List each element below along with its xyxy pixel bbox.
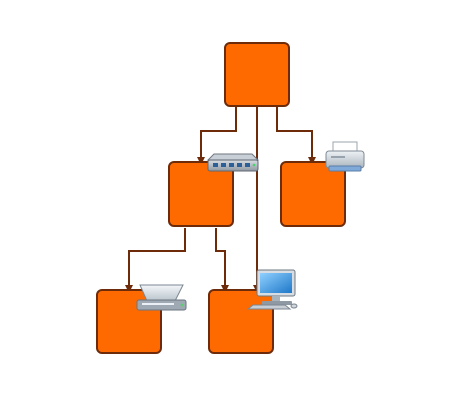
edge-switch-to-scanner xyxy=(125,228,186,293)
edge-root-to-printer xyxy=(276,107,316,165)
node-computer[interactable] xyxy=(208,289,274,354)
edge-switch-to-computer xyxy=(215,228,229,293)
edge-root-to-switch xyxy=(197,107,237,165)
printer-icon xyxy=(325,141,365,172)
node-printer[interactable] xyxy=(280,161,346,227)
desktop-computer-icon xyxy=(246,269,298,310)
scanner-icon xyxy=(136,284,187,311)
node-root[interactable] xyxy=(224,42,290,107)
connectors xyxy=(125,107,316,293)
nodes xyxy=(96,42,346,354)
node-switch[interactable] xyxy=(168,161,234,227)
network-switch-icon xyxy=(206,153,260,172)
